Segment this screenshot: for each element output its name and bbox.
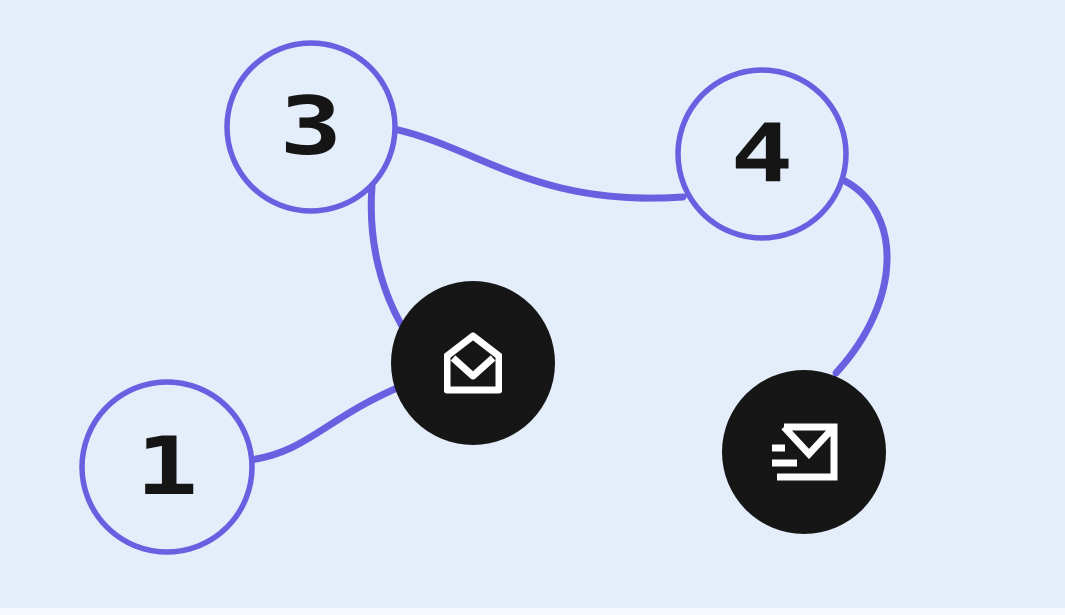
node-label-1: 1 <box>58 383 276 551</box>
node-mail-send[interactable] <box>722 370 886 534</box>
send-envelope-icon <box>772 423 838 481</box>
edge-node3-mailopen <box>367 182 412 340</box>
node-circle-3[interactable] <box>224 40 398 214</box>
node-4-number: 4 <box>730 107 794 200</box>
node-1-number: 1 <box>135 420 199 513</box>
bottom-strip <box>0 608 1065 615</box>
node-label-4: 4 <box>653 70 871 238</box>
node-mail-open[interactable] <box>391 281 555 445</box>
node-label-3: 3 <box>202 43 420 211</box>
node-circle-1[interactable] <box>79 379 255 555</box>
node-circle-4[interactable] <box>675 67 849 241</box>
edge-node4-mailsend <box>832 177 891 377</box>
open-envelope-icon <box>444 332 502 394</box>
node-3-number: 3 <box>279 80 343 173</box>
edge-node3-node4 <box>390 125 687 202</box>
edge-node1-mailopen <box>246 381 408 464</box>
